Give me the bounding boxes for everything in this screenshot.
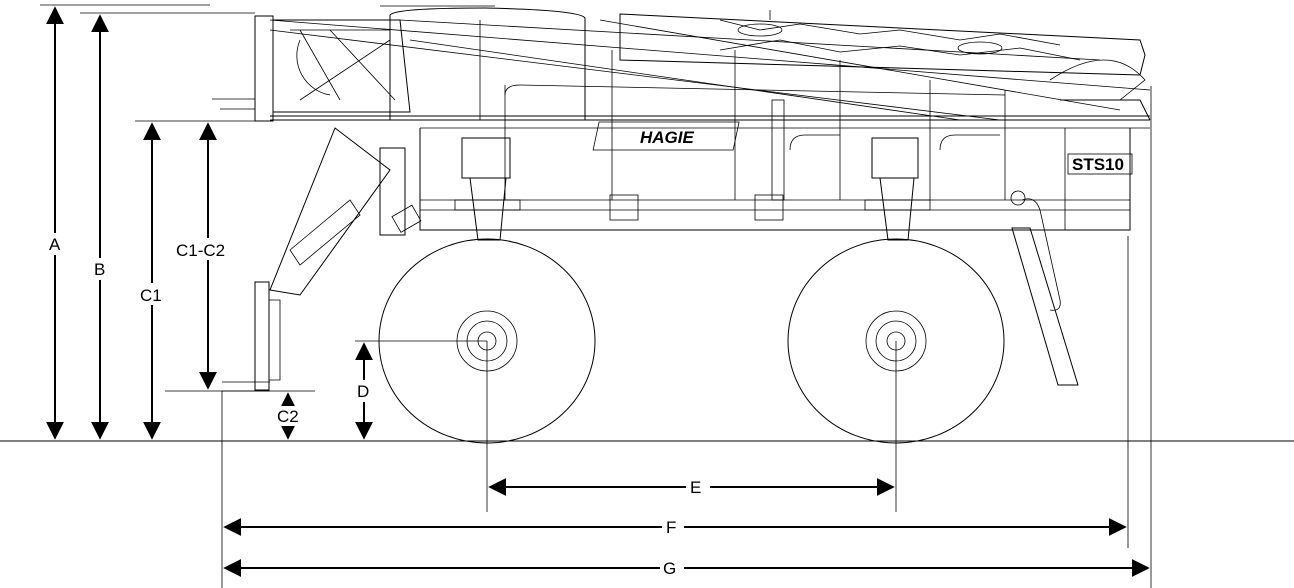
dimension-c1-label: C1 bbox=[140, 286, 162, 305]
dimension-a-label: A bbox=[49, 235, 61, 254]
front-lift-arm bbox=[212, 15, 422, 392]
dimension-b-label: B bbox=[94, 260, 105, 279]
sprayer-machine: HAGIE STS10 bbox=[269, 5, 1151, 241]
dimension-c2-label: C2 bbox=[277, 407, 299, 426]
dimension-e-label: E bbox=[690, 478, 701, 497]
model-badge: STS10 bbox=[1072, 155, 1124, 174]
dimension-c1-c2-label: C1-C2 bbox=[176, 241, 225, 260]
rear-ladder bbox=[1010, 190, 1079, 386]
dimension-f-label: F bbox=[666, 518, 676, 537]
dimension-d-label: D bbox=[357, 382, 369, 401]
brand-badge: HAGIE bbox=[640, 128, 695, 147]
dimension-g-label: G bbox=[663, 559, 676, 578]
